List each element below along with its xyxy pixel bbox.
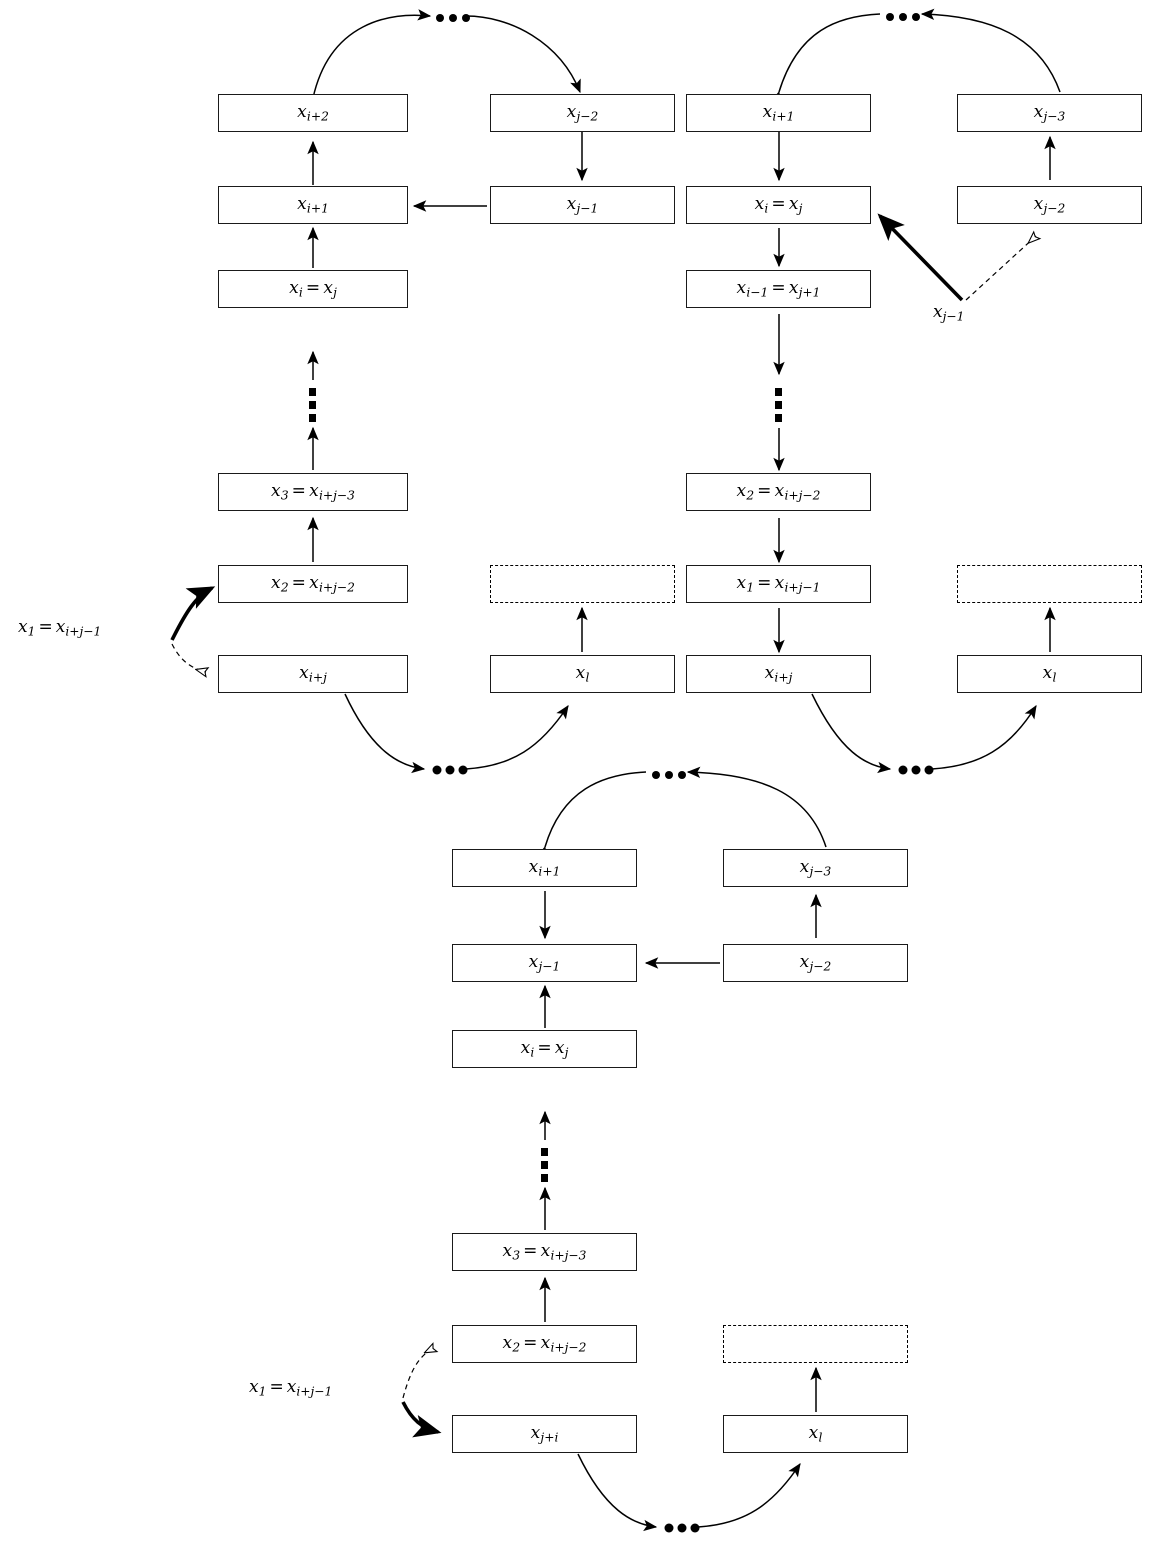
- node-x-l-b[interactable]: xl: [723, 1415, 908, 1453]
- node-label: xi+2: [297, 102, 329, 124]
- node-label: xj−2: [799, 952, 832, 974]
- node-label: xi+1: [297, 194, 329, 216]
- node-label: x2=xi+j−2: [502, 1333, 587, 1355]
- label-x1-eq-xijm1-b: x1=xi+j−1: [249, 1377, 333, 1399]
- node-x-l-tr[interactable]: xl: [957, 655, 1142, 693]
- arc-tr-bottom-right: [931, 704, 1037, 770]
- node-x-j-minus-3-tr[interactable]: xj−3: [957, 94, 1142, 132]
- node-label: xi+1: [528, 857, 561, 879]
- node-label: xi=xj: [520, 1038, 569, 1060]
- node-x-j-minus-2-tr[interactable]: xj−2: [957, 186, 1142, 224]
- node-x-i-eq-x-j-tl[interactable]: xi=xj: [218, 270, 408, 308]
- node-label: x2=xi+j−2: [736, 481, 821, 503]
- node-label: xj−3: [799, 857, 832, 879]
- node-label: x3=xi+j−3: [502, 1241, 587, 1263]
- node-x-j-plus-i-b[interactable]: xj+i: [452, 1415, 637, 1453]
- ellipsis-b-bottom: [664, 1523, 700, 1533]
- ellipsis-tr-c3-vertical: [775, 388, 782, 422]
- arc-b-bottom-right: [697, 1463, 801, 1528]
- arc-tl-bottom-right: [465, 705, 569, 770]
- arc-tr-bottom-left: [811, 693, 892, 774]
- node-x3-eq-xijm3-b[interactable]: x3=xi+j−3: [452, 1233, 637, 1271]
- node-x-i-eq-x-j-tr[interactable]: xi=xj: [686, 186, 871, 224]
- arc-b-bottom-left: [577, 1453, 658, 1532]
- node-label: xl: [1042, 663, 1057, 685]
- node-x-i-plus-1-b[interactable]: xi+1: [452, 849, 637, 887]
- node-empty-dashed-tr[interactable]: [957, 565, 1142, 603]
- node-x-i-plus-j-tl[interactable]: xi+j: [218, 655, 408, 693]
- node-x-i-plus-j-tr[interactable]: xi+j: [686, 655, 871, 693]
- arc-tl-top-left: [312, 9, 432, 99]
- node-label: xj−1: [528, 952, 561, 974]
- node-label: x2=xi+j−2: [271, 573, 355, 595]
- arc-b-top-right: [686, 766, 827, 848]
- node-x-j-minus-3-b[interactable]: xj−3: [723, 849, 908, 887]
- arrow-tr-xj1-dashed-to-xj2: [965, 236, 1036, 301]
- arrow-b-x1-solid-to-xji: [401, 1401, 442, 1438]
- node-x-j-minus-2-tl[interactable]: xj−2: [490, 94, 675, 132]
- label-x1-eq-xijm1-tl: x1=xi+j−1: [18, 617, 102, 639]
- node-label: xi+j: [764, 663, 793, 685]
- node-x-i-plus-2[interactable]: xi+2: [218, 94, 408, 132]
- node-x-i-plus-1-tl[interactable]: xi+1: [218, 186, 408, 224]
- node-x-i-plus-1-tr[interactable]: xi+1: [686, 94, 871, 132]
- arrow-tl-x1-dashed-to-xij: [171, 643, 206, 672]
- node-x-j-minus-1-tl[interactable]: xj−1: [490, 186, 675, 224]
- node-empty-dashed-tl[interactable]: [490, 565, 675, 603]
- ellipsis-b-top: [652, 771, 686, 779]
- arc-tl-bottom-left: [344, 693, 426, 774]
- node-x-j-minus-1-b[interactable]: xj−1: [452, 944, 637, 982]
- node-x-l-tl[interactable]: xl: [490, 655, 675, 693]
- node-x2-eq-xijm2-tr[interactable]: x2=xi+j−2: [686, 473, 871, 511]
- node-label: xl: [808, 1423, 823, 1445]
- arc-tr-top-right: [920, 8, 1061, 93]
- node-label: xj−2: [1033, 194, 1066, 216]
- node-label: xi+1: [762, 102, 795, 124]
- node-label: xi=xj: [289, 278, 337, 300]
- node-label: xl: [575, 663, 590, 685]
- arc-tr-top-left: [769, 13, 881, 106]
- label-x-j-minus-1-tr: xj−1: [933, 302, 965, 324]
- ellipsis-tl-c1-vertical: [309, 388, 316, 422]
- node-x3-eq-xijm3-tl[interactable]: x3=xi+j−3: [218, 473, 408, 511]
- node-label: x3=xi+j−3: [271, 481, 355, 503]
- arc-tl-top-right: [465, 15, 581, 94]
- node-label: xj+i: [530, 1423, 559, 1445]
- ellipsis-tl-bottom: [432, 765, 468, 775]
- arrow-b-x1-dashed-to-x2: [402, 1348, 434, 1399]
- node-label: x1=xi+j−1: [736, 573, 821, 595]
- node-x-i-eq-x-j-b[interactable]: xi=xj: [452, 1030, 637, 1068]
- node-x2-eq-xijm2-b[interactable]: x2=xi+j−2: [452, 1325, 637, 1363]
- node-label: xi=xj: [754, 194, 803, 216]
- node-x1-eq-xijm1-tr[interactable]: x1=xi+j−1: [686, 565, 871, 603]
- node-empty-dashed-b[interactable]: [723, 1325, 908, 1363]
- arc-b-top-left: [536, 771, 647, 861]
- arrow-tl-x1-solid-to-x2: [170, 586, 216, 641]
- arrow-tr-xj1-solid-to-xixj: [877, 213, 964, 302]
- node-xim1-eq-xjp1-tr[interactable]: xi−1=xj+1: [686, 270, 871, 308]
- node-label: xj−3: [1033, 102, 1066, 124]
- node-x2-eq-xijm2-tl[interactable]: x2=xi+j−2: [218, 565, 408, 603]
- node-label: xi+j: [299, 663, 327, 685]
- node-x-j-minus-2-b[interactable]: xj−2: [723, 944, 908, 982]
- ellipsis-b-c1-vertical: [541, 1148, 548, 1182]
- node-label: xj−2: [566, 102, 599, 124]
- ellipsis-tr-bottom: [898, 765, 934, 775]
- ellipsis-tr-top: [886, 13, 920, 21]
- node-label: xj−1: [566, 194, 599, 216]
- ellipsis-tl-top: [436, 14, 470, 22]
- node-label: xi−1=xj+1: [736, 278, 821, 300]
